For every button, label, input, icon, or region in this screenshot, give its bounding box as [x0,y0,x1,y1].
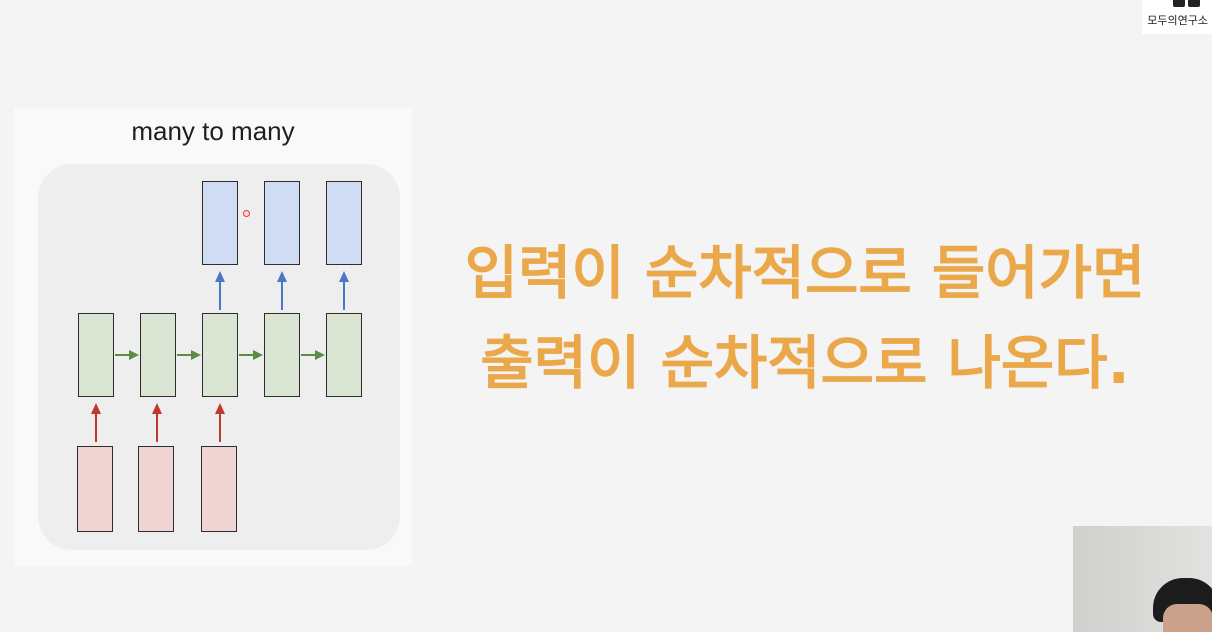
recurrent-arrow [239,350,263,360]
input-arrow [152,403,162,442]
output-arrow [215,271,225,310]
lab-logo-icon [1173,0,1200,7]
presenter-video-icon [1073,526,1212,632]
hidden-state-box [78,313,114,397]
input-box [201,446,237,532]
input-arrow [91,403,101,442]
laser-pointer-dot [243,210,250,217]
caption-line-2: 출력이 순차적으로 나온다. [480,329,1130,397]
diagram-arrows [91,271,349,442]
recurrent-arrow [301,350,325,360]
rnn-diagram-image: many to many [14,108,412,566]
hidden-state-box [140,313,176,397]
hidden-state-box [326,313,362,397]
recurrent-arrow [177,350,201,360]
brand-logo-text: 모두의연구소 [1147,14,1208,27]
input-arrow [215,403,225,442]
output-box [326,181,362,265]
output-box [264,181,300,265]
input-box [77,446,113,532]
brand-logo: 모두의연구소 [1142,0,1212,34]
output-box [202,181,238,265]
input-box [138,446,174,532]
hidden-state-box [264,313,300,397]
caption-line-1: 입력이 순차적으로 들어가면 [464,239,1146,307]
slide-caption: 입력이 순차적으로 들어가면 출력이 순차적으로 나온다. [420,228,1190,408]
recurrent-arrow [115,350,139,360]
output-arrow [277,271,287,310]
output-arrow [339,271,349,310]
hidden-state-box [202,313,238,397]
diagram-title: many to many [131,116,295,146]
